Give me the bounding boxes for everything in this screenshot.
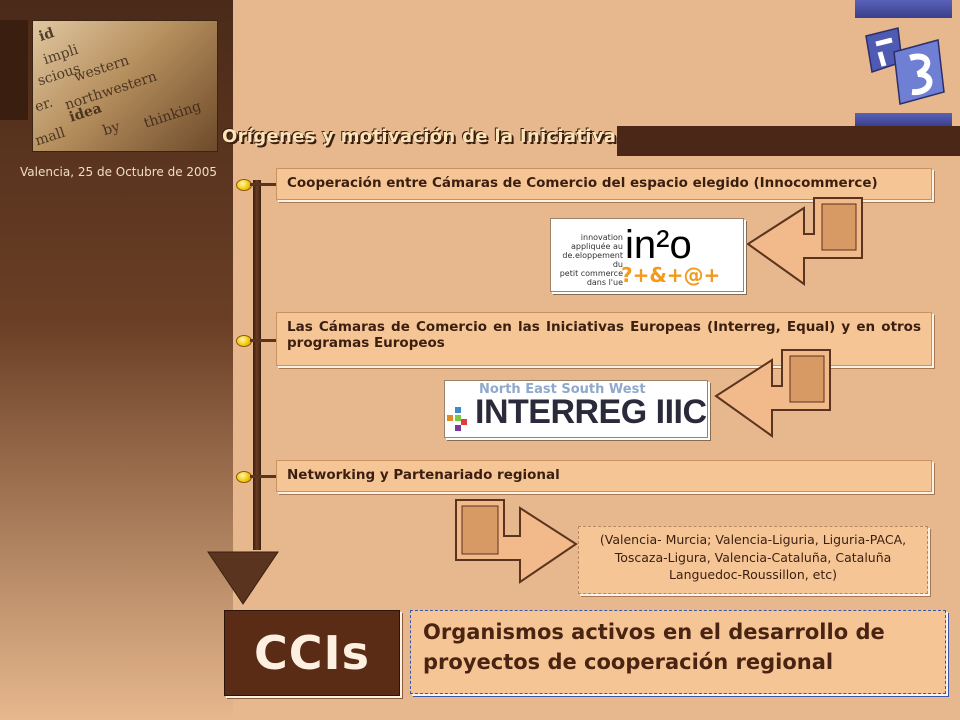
photo-word: mall <box>33 124 68 150</box>
chamber-logo-icon <box>865 27 945 105</box>
regions-box: (Valencia- Murcia; Valencia-Liguria, Lig… <box>578 526 928 594</box>
return-arrow-icon <box>714 349 831 438</box>
ccis-box: CCIs <box>224 610 400 696</box>
connector-line <box>250 339 276 342</box>
inno-logo-line: petit commerce <box>559 269 623 278</box>
connector-line <box>250 183 276 186</box>
dictionary-photo: id impli scious western northwestern ide… <box>32 20 218 152</box>
photo-word: by <box>100 118 122 140</box>
photo-word: thinking <box>141 98 204 132</box>
conclusion-box: Organismos activos en el desarrollo de p… <box>410 610 946 694</box>
interreg-name: INTERREG IIIC <box>475 393 707 431</box>
slide-title: Orígenes y motivación de la Iniciativa <box>222 126 617 147</box>
top-notch-decoration <box>0 20 28 120</box>
item-innocommerce: Cooperación entre Cámaras de Comercio de… <box>276 168 932 200</box>
photo-word: er. <box>32 94 55 116</box>
date-label: Valencia, 25 de Octubre de 2005 <box>20 165 217 179</box>
interreg-tagline: North East South West <box>479 382 646 397</box>
timeline-line <box>253 180 261 550</box>
logo-top-stripe <box>855 0 952 18</box>
forward-arrow-icon <box>455 499 578 584</box>
photo-word: id <box>36 25 57 45</box>
inno-logo-sub: ?+&+@+ <box>621 263 721 287</box>
ccis-label: CCIs <box>253 626 370 680</box>
item-networking: Networking y Partenariado regional <box>276 460 932 492</box>
return-arrow-icon <box>746 197 863 286</box>
innocommerce-logo: innovation appliquée au de.eloppement du… <box>550 218 744 292</box>
title-bar <box>617 126 960 156</box>
interreg-squares-icon <box>447 407 467 433</box>
inno-logo-line: dans l'ue <box>586 278 623 287</box>
inno-logo-line: appliquée au <box>570 242 623 251</box>
inno-logo-line: innovation <box>580 233 623 242</box>
inno-logo-brand: in²o <box>625 223 692 267</box>
inno-logo-line: de.eloppement du <box>562 251 623 269</box>
connector-line <box>250 475 276 478</box>
interreg-logo: North East South West INTERREG IIIC <box>444 380 708 438</box>
logo-bottom-stripe <box>855 113 952 126</box>
down-arrow-icon <box>207 551 279 605</box>
